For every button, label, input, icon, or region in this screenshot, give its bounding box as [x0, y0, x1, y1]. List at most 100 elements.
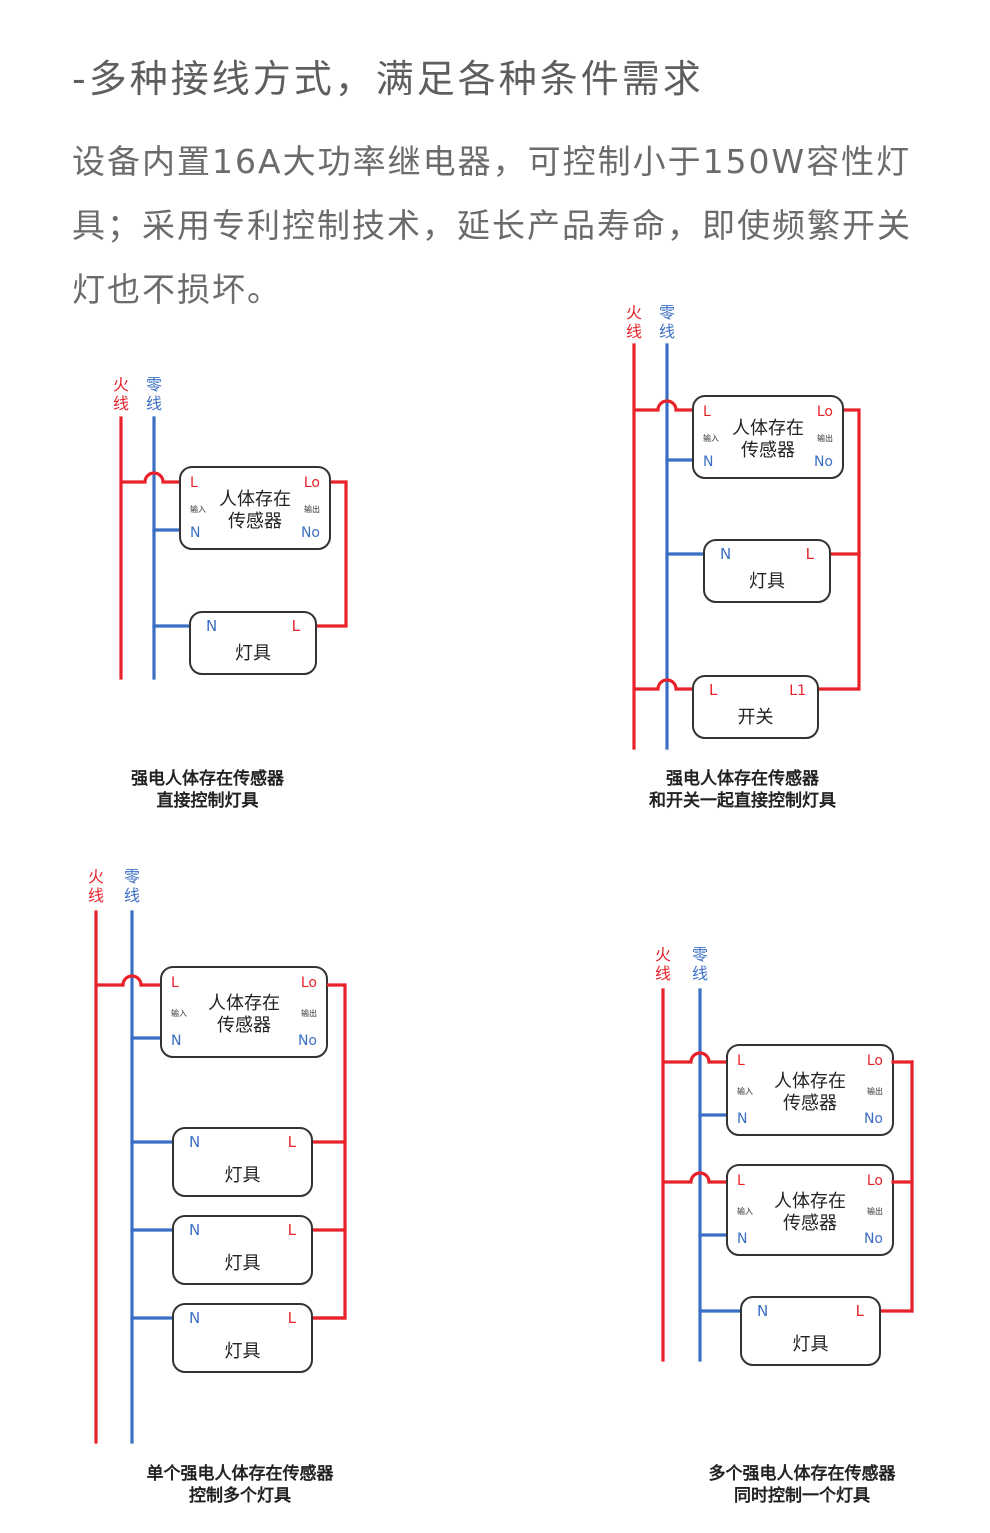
live-branch-wire [121, 471, 180, 484]
switch-name: 开关 [738, 707, 774, 728]
terminal-N: N [757, 1302, 768, 1320]
live-branch-wire [634, 678, 693, 691]
neutral-wire-label: 线 [692, 964, 708, 983]
terminal-N: N [189, 1133, 200, 1151]
live-wire-label: 线 [113, 394, 129, 413]
neutral-wire-label: 零 [124, 867, 140, 886]
output-label: 输出 [867, 1206, 883, 1216]
output-label: 输出 [867, 1086, 883, 1096]
terminal-Lo: Lo [304, 475, 320, 491]
lamp-box [172, 1127, 313, 1197]
lamp-name: 灯具 [749, 571, 785, 592]
terminal-Lo: Lo [867, 1053, 883, 1069]
caption-line-2: 和开关一起直接控制灯具 [649, 791, 836, 811]
terminal-N: N [720, 545, 731, 563]
output-wire [818, 408, 861, 691]
terminal-No: No [298, 1033, 317, 1049]
lamp-box [172, 1303, 313, 1373]
terminal-L: L [737, 1053, 745, 1069]
lamp-name: 灯具 [235, 643, 271, 664]
switch-box [692, 675, 819, 739]
neutral-wire-label: 线 [146, 394, 162, 413]
caption-line-1: 强电人体存在传感器 [666, 769, 819, 789]
terminal-No: No [301, 525, 320, 541]
terminal-L: L [288, 1309, 297, 1327]
page-title: -多种接线方式，满足各种条件需求 [72, 57, 704, 101]
terminal-L: L [190, 475, 198, 491]
sensor-name: 人体存在 [774, 1191, 846, 1212]
sensor-name: 人体存在 [774, 1071, 846, 1092]
caption-direct-lamp: 强电人体存在传感器 直接控制灯具 [100, 768, 315, 812]
output-label: 输出 [817, 433, 833, 443]
terminal-N: N [171, 1033, 181, 1049]
terminal-No: No [814, 454, 833, 470]
terminal-L1: L1 [789, 683, 806, 699]
sensor-box [726, 1044, 894, 1136]
lamp-device: N L 灯具 [703, 539, 831, 603]
live-branch-wire [663, 1051, 727, 1064]
terminal-N: N [190, 525, 200, 541]
caption-line-1: 单个强电人体存在传感器 [146, 1464, 334, 1484]
lamp-name: 灯具 [225, 1165, 261, 1186]
output-label: 输出 [304, 504, 320, 514]
neutral-wire-label: 零 [692, 945, 708, 964]
terminal-No: No [864, 1231, 883, 1247]
live-wire-label: 火 [626, 303, 642, 322]
live-wire-label: 线 [88, 886, 104, 905]
lamp-name: 灯具 [225, 1253, 261, 1274]
terminal-N: N [737, 1231, 747, 1247]
lamp-box [189, 611, 317, 675]
sensor-name: 传感器 [741, 440, 795, 461]
caption-line-1: 强电人体存在传感器 [131, 769, 284, 789]
caption-multiple-sensors: 多个强电人体存在传感器 同时控制一个灯具 [672, 1463, 932, 1507]
terminal-No: No [864, 1111, 883, 1127]
lamp-box [703, 539, 831, 603]
sensor-name: 人体存在 [732, 418, 804, 439]
live-branch-wire [634, 399, 693, 412]
terminal-L: L [737, 1173, 745, 1189]
terminal-N: N [703, 454, 713, 470]
terminal-N: N [189, 1221, 200, 1239]
caption-line-2: 控制多个灯具 [189, 1486, 291, 1506]
terminal-L: L [709, 681, 718, 699]
terminal-Lo: Lo [817, 404, 833, 420]
output-label: 输出 [301, 1008, 317, 1018]
input-label: 输入 [737, 1086, 753, 1096]
caption-line-2: 同时控制一个灯具 [734, 1486, 870, 1506]
neutral-wire-label: 零 [146, 375, 162, 394]
output-wire [316, 480, 348, 628]
sensor-box [160, 966, 328, 1058]
lamp-device: N L 灯具 [172, 1127, 313, 1197]
terminal-L: L [171, 975, 179, 991]
caption-line-2: 直接控制灯具 [156, 791, 259, 811]
live-wire-label: 火 [655, 945, 671, 964]
sensor-name: 传感器 [783, 1213, 837, 1234]
terminal-Lo: Lo [301, 975, 317, 991]
switch-device: L L1 开关 [692, 675, 819, 739]
terminal-L: L [288, 1133, 297, 1151]
sensor-name: 传感器 [217, 1015, 271, 1036]
input-label: 输入 [737, 1206, 753, 1216]
terminal-Lo: Lo [867, 1173, 883, 1189]
lamp-box [740, 1296, 881, 1366]
sensor-box [179, 466, 331, 550]
live-wire-label: 线 [626, 322, 642, 341]
terminal-L: L [288, 1221, 297, 1239]
lamp-name: 灯具 [225, 1341, 261, 1362]
description-paragraph: 设备内置16A大功率继电器，可控制小于150W容性灯具；采用专利控制技术，延长产… [72, 142, 912, 309]
terminal-L: L [806, 545, 815, 563]
terminal-N: N [206, 617, 217, 635]
live-branch-wire [96, 974, 161, 987]
input-label: 输入 [190, 504, 206, 514]
terminal-L: L [856, 1302, 865, 1320]
lamp-name: 灯具 [793, 1334, 829, 1355]
sensor-name: 人体存在 [208, 993, 280, 1014]
neutral-wire-label: 线 [124, 886, 140, 905]
